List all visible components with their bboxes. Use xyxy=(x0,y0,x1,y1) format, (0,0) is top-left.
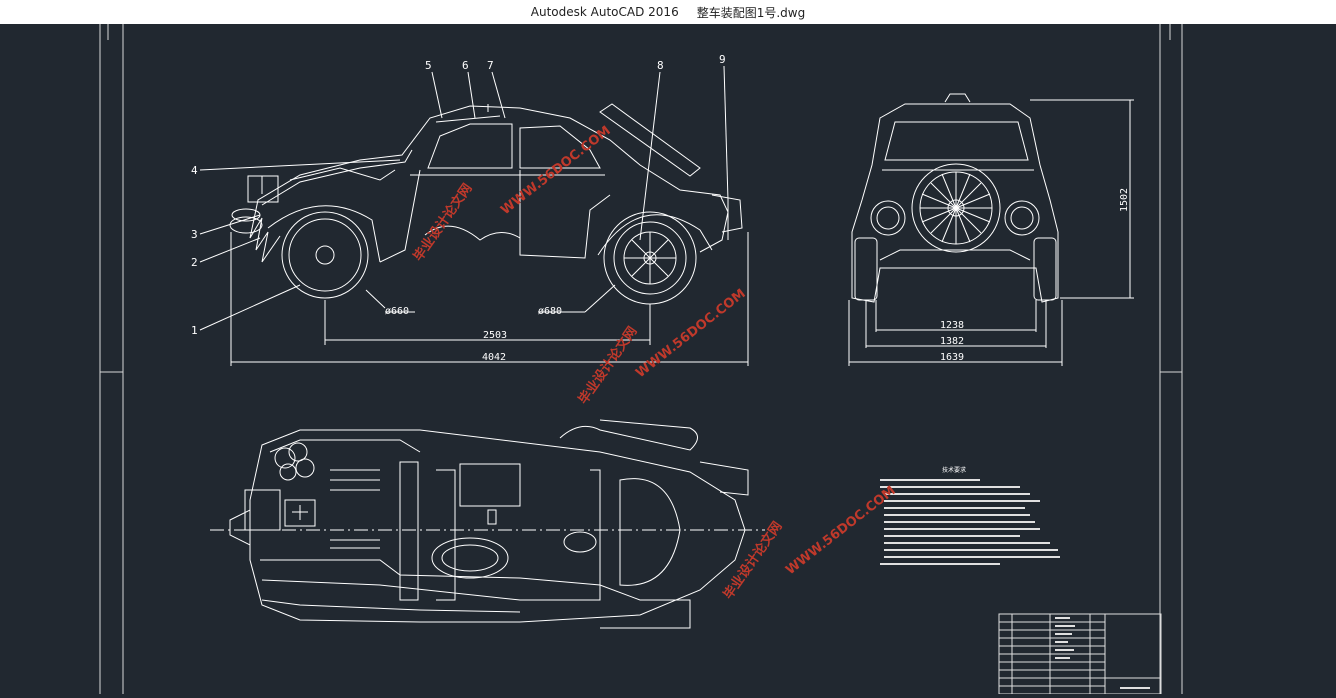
front-wheel-dim: ø660 xyxy=(385,306,409,317)
drawing-canvas[interactable]: ø660 ø680 2503 4042 1 2 3 4 5 6 7 8 9 xyxy=(0,24,1336,695)
front-view[interactable]: 1502 1238 1382 1639 xyxy=(848,93,1134,366)
watermark-cn-1: 毕业设计论文网 xyxy=(410,181,475,265)
watermark-site-2: WWW.56DOC.COM xyxy=(633,286,748,381)
file-name: 整车装配图1号.dwg xyxy=(696,5,806,20)
side-view[interactable]: ø660 ø680 2503 4042 1 2 3 4 5 6 7 8 9 xyxy=(191,53,749,366)
track-dim: 1382 xyxy=(940,336,964,347)
balloon-leaders xyxy=(199,65,729,331)
balloon-5: 5 xyxy=(425,59,432,72)
watermark-site-1: WWW.56DOC.COM xyxy=(498,123,613,218)
front-dimension-lines xyxy=(848,99,1134,366)
drawing-frame xyxy=(99,24,1183,694)
balloon-1: 1 xyxy=(191,324,198,337)
overall-width-dim: 1639 xyxy=(940,352,964,363)
side-dimension-lines xyxy=(230,232,749,366)
balloon-6: 6 xyxy=(462,59,469,72)
balloon-2: 2 xyxy=(191,256,198,269)
watermark-cn-3: 毕业设计论文网 xyxy=(720,519,785,603)
rear-wheel-dim: ø680 xyxy=(538,306,562,317)
balloon-4: 4 xyxy=(191,164,198,177)
title-bar: Autodesk AutoCAD 2016 整车装配图1号.dwg xyxy=(0,0,1336,24)
overall-length-dim: 4042 xyxy=(482,352,506,363)
spare-wheel-spokes xyxy=(920,172,992,244)
balloon-7: 7 xyxy=(487,59,494,72)
notes-title: 技术要求 xyxy=(942,466,966,474)
drawing-svg[interactable]: ø660 ø680 2503 4042 1 2 3 4 5 6 7 8 9 xyxy=(0,24,1336,695)
track-inner-dim: 1238 xyxy=(940,320,964,331)
title-block[interactable] xyxy=(998,613,1162,695)
app-name: Autodesk AutoCAD 2016 xyxy=(530,5,679,19)
technical-notes: 技术要求 xyxy=(880,466,1060,565)
watermark-cn-2: 毕业设计论文网 xyxy=(575,324,640,408)
top-view[interactable] xyxy=(210,419,765,629)
balloon-9: 9 xyxy=(719,53,726,66)
wheelbase-dim: 2503 xyxy=(483,330,507,341)
balloon-8: 8 xyxy=(657,59,664,72)
rear-wheel-spokes xyxy=(624,232,676,284)
balloon-3: 3 xyxy=(191,228,198,241)
height-dim: 1502 xyxy=(1119,188,1130,212)
